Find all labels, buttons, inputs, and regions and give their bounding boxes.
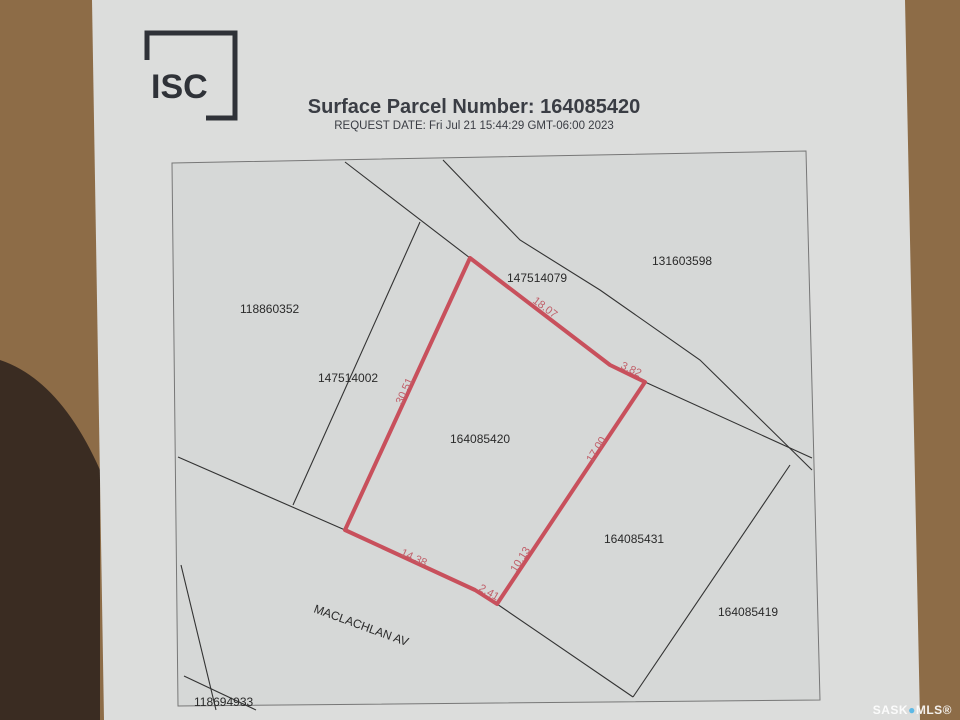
watermark-left: SASK (872, 703, 909, 717)
parcel-lines (177, 159, 813, 711)
page-title: Surface Parcel Number: 164085420 (307, 96, 641, 118)
subject-parcel-boundary (343, 256, 647, 606)
parcel-label: 131603598 (652, 254, 712, 268)
isc-logo: ISC (144, 30, 238, 121)
parcel-label: 118860352 (240, 302, 300, 316)
parcel-label-subject: 164085420 (450, 432, 510, 446)
watermark: SASK●MLS® (873, 703, 952, 717)
parcel-label: 147514079 (507, 271, 567, 285)
watermark-right: MLS® (915, 703, 952, 717)
parcel-label: 164085431 (604, 532, 664, 546)
svg-text:ISC: ISC (151, 68, 208, 106)
parcel-label: 164085419 (718, 605, 778, 619)
shadow (0, 360, 100, 720)
map-frame (171, 150, 821, 707)
parcel-label: 147514002 (318, 371, 378, 385)
parcel-label: 118694933 (194, 695, 254, 709)
request-date: REQUEST DATE: Fri Jul 21 15:44:29 GMT-06… (334, 120, 614, 132)
map-pin-icon: ● (908, 703, 916, 717)
